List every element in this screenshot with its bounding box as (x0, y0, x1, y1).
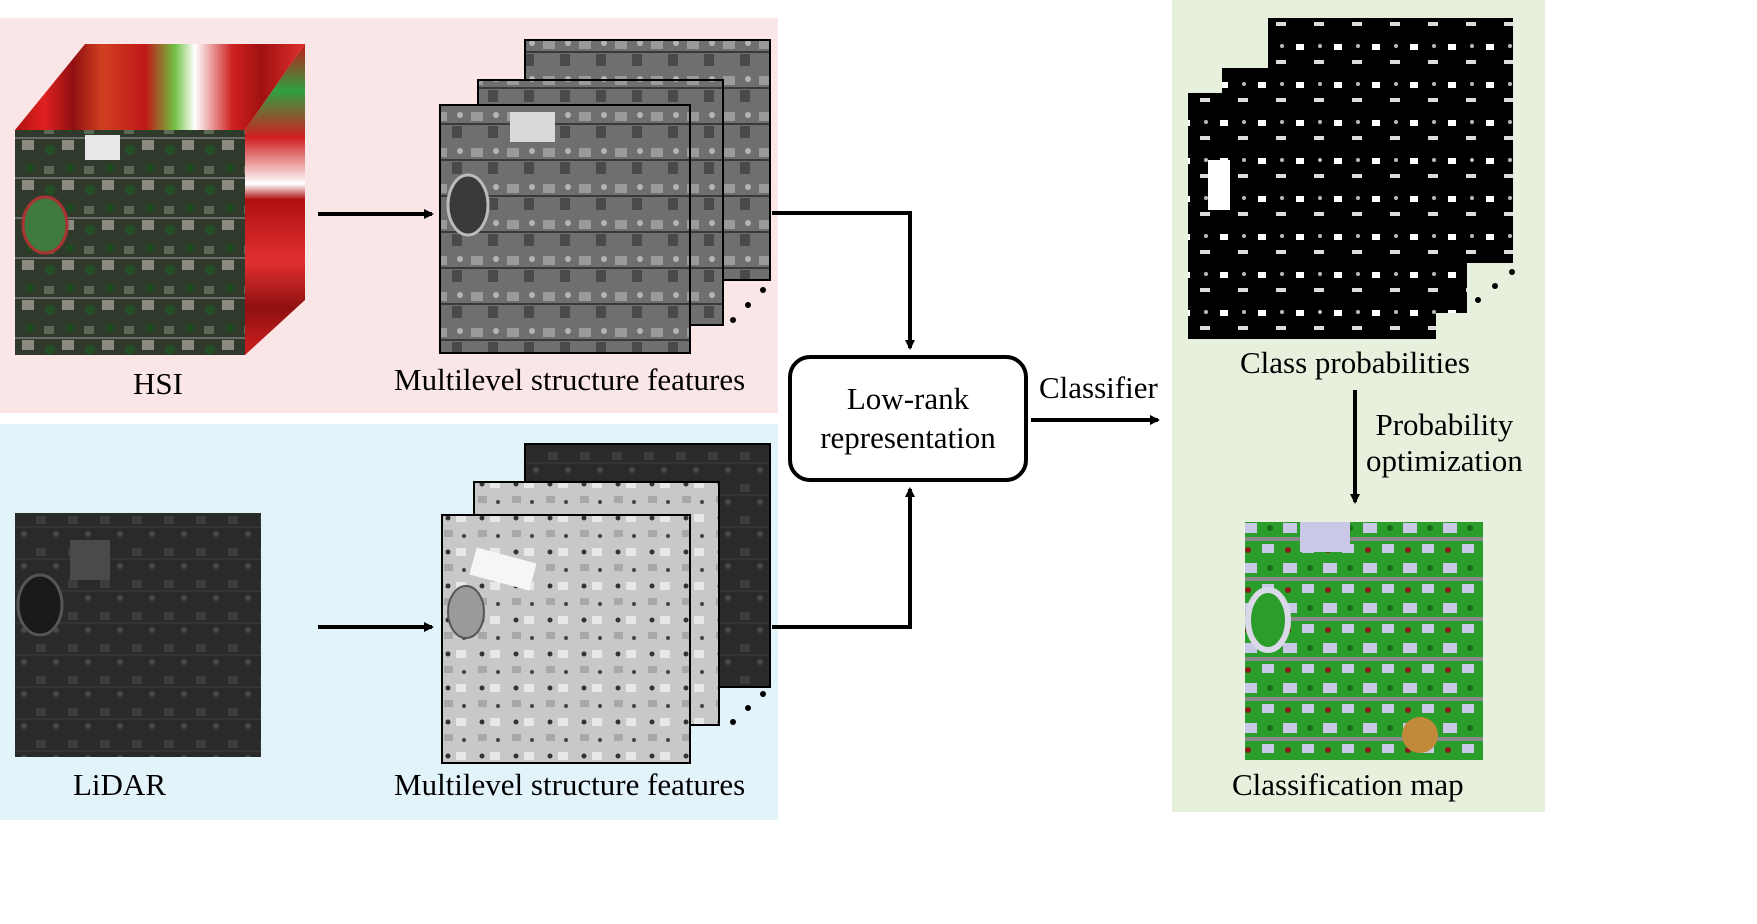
hsi-feature-roof (510, 112, 555, 142)
hsi-feature-stadium (446, 173, 490, 237)
hsi-features-label: Multilevel structure features (394, 362, 746, 397)
hsi-cube-top (15, 44, 305, 130)
class-probability-stack (1188, 18, 1515, 339)
hsi-label: HSI (133, 366, 183, 401)
lidar-building (70, 540, 110, 580)
low-rank-label: Low-rank representation (820, 380, 996, 455)
lidar-feature-building (469, 547, 537, 591)
hsi-stadium (21, 195, 69, 255)
lidar-features-label: Multilevel structure features (394, 767, 746, 802)
classification-map-label: Classification map (1232, 767, 1464, 802)
class-map-soil (1402, 717, 1438, 753)
class-map-building (1300, 522, 1350, 552)
hsi-cube-image (15, 44, 305, 355)
hsi-features-to-lowrank-arrow (772, 211, 915, 350)
probability-optimization-label: Probability optimization (1366, 407, 1523, 478)
classifier-label: Classifier (1039, 370, 1158, 405)
hsi-feature-stack (439, 39, 771, 354)
lidar-features-to-lowrank-arrow (772, 487, 915, 629)
lidar-image (15, 513, 261, 757)
ellipsis-icon (730, 691, 766, 725)
ellipsis-icon (730, 287, 766, 323)
lidar-stadium (16, 573, 64, 637)
hsi-cube-side (245, 44, 305, 355)
classification-map-image (1245, 522, 1483, 760)
class-probabilities-label: Class probabilities (1240, 345, 1470, 380)
lidar-raster (15, 513, 261, 757)
class-map-stadium (1245, 587, 1291, 653)
lidar-label: LiDAR (73, 767, 166, 802)
ellipsis-icon (1475, 269, 1515, 303)
hsi-roof (85, 135, 120, 160)
prob-stadium (1208, 160, 1230, 210)
lidar-feature-stack (441, 443, 771, 764)
low-rank-representation-box: Low-rank representation (788, 355, 1028, 482)
lidar-feature-stadium (447, 585, 485, 639)
prob-layer-1 (1188, 93, 1436, 339)
